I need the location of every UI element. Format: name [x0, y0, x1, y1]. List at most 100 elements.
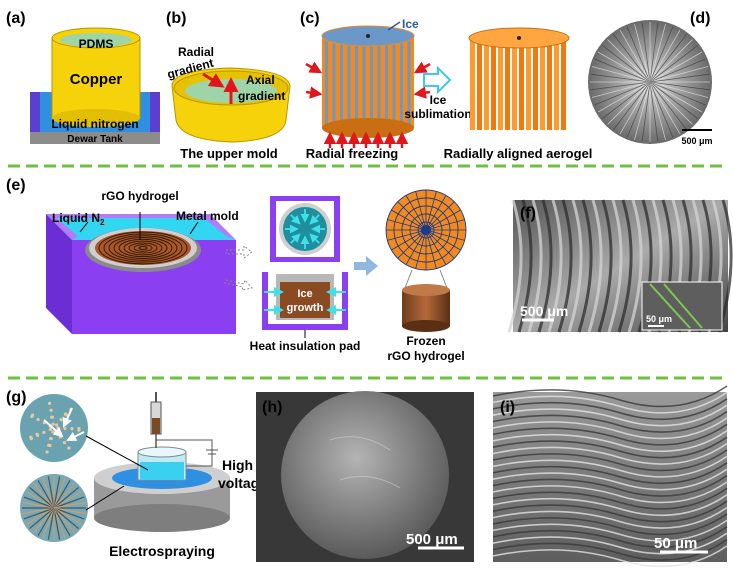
sem-radial-line — [634, 81, 651, 141]
sem-radial-texture — [590, 22, 710, 142]
dot — [49, 408, 53, 412]
ice-pointer — [387, 21, 401, 31]
freezing-arrows — [305, 61, 431, 148]
sem-radial-line — [649, 45, 698, 83]
upper-mold-caption: The upper mold — [180, 146, 278, 161]
dot — [47, 443, 51, 447]
spiral-ring — [123, 240, 163, 256]
sem-radial-line — [594, 81, 651, 106]
copper-label: Copper — [70, 71, 123, 88]
sem-radial-line — [649, 81, 666, 141]
radial-label-1: Radial — [178, 45, 214, 59]
sem-radial-line — [597, 51, 651, 83]
sem-i-lamella — [492, 532, 728, 555]
dot — [36, 417, 40, 422]
radial-fan-line — [37, 479, 55, 509]
scale-label-f-main: 500 μm — [520, 303, 568, 319]
radial-fan-line — [23, 507, 55, 520]
disc-spoke — [405, 195, 427, 231]
ice-stripe — [385, 40, 388, 130]
sem-f-streak — [627, 199, 643, 333]
white-arrow-2 — [62, 407, 73, 428]
dot — [67, 446, 71, 450]
sem-i-lamella — [492, 430, 728, 453]
aerogel-fin — [470, 38, 475, 130]
frozen-label-1: Frozen — [406, 334, 445, 348]
radial-fan-line — [53, 501, 86, 509]
radial-fan-line — [25, 507, 55, 525]
dot — [56, 426, 60, 430]
sem-radial-line — [649, 39, 693, 83]
radial-gradient-arrow — [202, 72, 225, 88]
disc-spoke — [425, 201, 455, 231]
dot — [70, 427, 74, 431]
ice-stripe — [370, 40, 373, 130]
aerogel-fin — [498, 38, 503, 130]
spiral-ring — [133, 244, 153, 252]
high-voltage-label-1: High — [222, 457, 253, 473]
radial-fan-line — [32, 507, 55, 533]
disc-spoke — [415, 191, 427, 231]
sublimation-arrow — [423, 65, 452, 95]
radial-fan-line — [53, 507, 76, 533]
sem-i-lamella — [492, 442, 728, 465]
sem-f-streak — [537, 199, 553, 333]
panel-e-label: (e) — [6, 177, 26, 194]
disc-spoke — [425, 229, 455, 259]
sem-radial-line — [641, 81, 651, 142]
aerogel-fin — [477, 38, 482, 130]
freezing-arrow-side — [305, 61, 323, 74]
process-arrow — [354, 256, 378, 276]
freezing-arrow-side — [305, 86, 323, 99]
spiral-ring — [138, 246, 148, 250]
ice-stripe — [347, 40, 351, 130]
radial-fan-line — [53, 491, 83, 509]
high-voltage-label-2: voltage — [218, 475, 267, 491]
radial-fan-line — [53, 486, 79, 509]
inset-green-line-2 — [663, 283, 703, 329]
axial-label-2: gradient — [238, 89, 285, 103]
sem-f-streak — [577, 199, 593, 333]
sem-radial-line — [649, 22, 659, 83]
sem-radial-line — [590, 81, 651, 91]
aerogel-caption: Radially aligned aerogel — [444, 146, 593, 161]
sem-radial-line — [649, 34, 687, 83]
radial-fan-line — [53, 496, 85, 509]
sem-radial-line — [634, 23, 651, 83]
sem-radial-line — [649, 26, 674, 83]
sem-radial-line — [649, 66, 709, 83]
sem-i-lamella — [492, 385, 728, 408]
sem-f-streak — [597, 199, 613, 333]
disc-spoke — [387, 219, 427, 231]
aerogel-fin — [491, 38, 496, 130]
rgo-hydrogel-label: rGO hydrogel — [101, 189, 178, 203]
spiral-ring — [108, 235, 178, 261]
sem-radial-line — [613, 81, 651, 130]
sem-radial-line — [590, 73, 651, 83]
dot — [63, 426, 67, 431]
sem-radial-line — [649, 81, 709, 98]
sem-i-lamellar-texture — [492, 385, 728, 568]
panel-g: (g) High voltage Electrospraying — [6, 389, 267, 559]
magnified-radial-pattern — [22, 476, 86, 540]
radial-fan-line — [42, 477, 55, 509]
disc-spoke — [425, 195, 447, 231]
sem-i-lamella — [492, 468, 728, 491]
panel-h-label: (h) — [262, 399, 282, 416]
dashed-arrow-upper — [225, 245, 253, 259]
aerogel-fin — [519, 38, 524, 130]
sem-radial-line — [594, 58, 651, 83]
sem-i-lamella — [492, 398, 728, 421]
radial-fan-line — [37, 507, 55, 537]
panel-c-label: (c) — [300, 10, 320, 27]
white-arrow-1 — [43, 419, 64, 438]
ice-stripe — [392, 40, 396, 130]
radial-fan-line — [53, 483, 76, 509]
ice-stripe — [407, 40, 411, 130]
radial-fan-line — [53, 507, 66, 539]
freezing-center — [366, 34, 370, 38]
sem-i-lamella — [492, 494, 728, 517]
sem-radial-line — [626, 26, 651, 83]
sem-i-lamella — [492, 519, 728, 542]
sem-i-lamella — [492, 449, 728, 472]
